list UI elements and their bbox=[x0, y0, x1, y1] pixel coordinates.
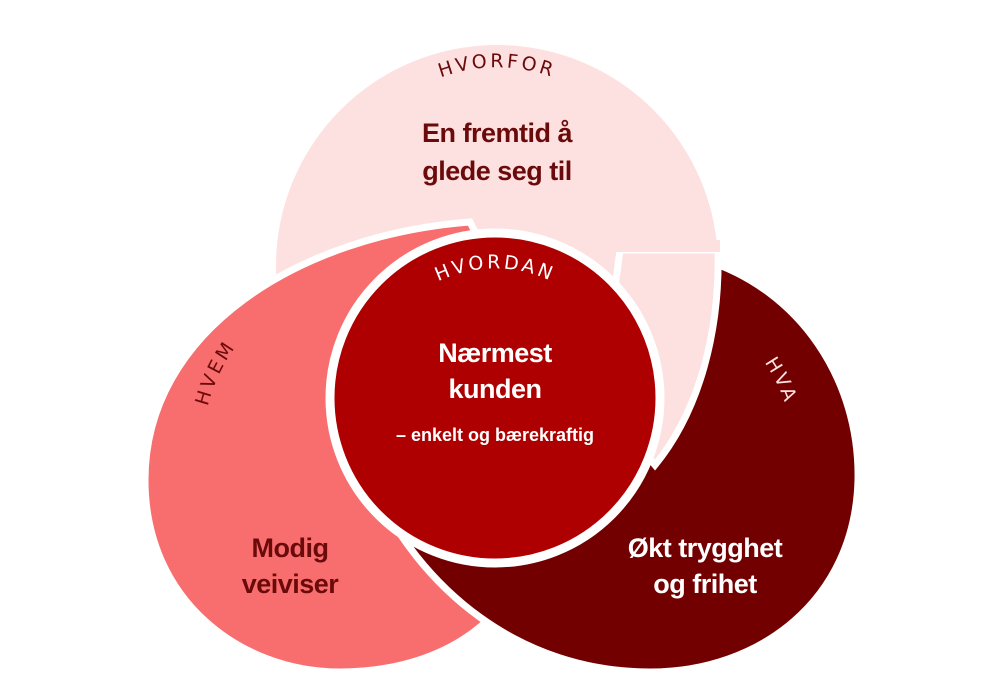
hva-line2: og frihet bbox=[653, 569, 757, 599]
hvorfor-line1: En fremtid å bbox=[422, 118, 574, 148]
hvem-line2: veiviser bbox=[242, 569, 340, 599]
hvorfor-line2: glede seg til bbox=[422, 156, 572, 186]
hvordan-circle bbox=[325, 228, 665, 568]
hvordan-line3: – enkelt og bærekraftig bbox=[396, 425, 594, 445]
hvordan-line1: Nærmest bbox=[438, 338, 552, 368]
hvordan-line2: kunden bbox=[448, 374, 541, 404]
hva-line1: Økt trygghet bbox=[628, 533, 783, 563]
hvem-line1: Modig bbox=[252, 533, 329, 563]
